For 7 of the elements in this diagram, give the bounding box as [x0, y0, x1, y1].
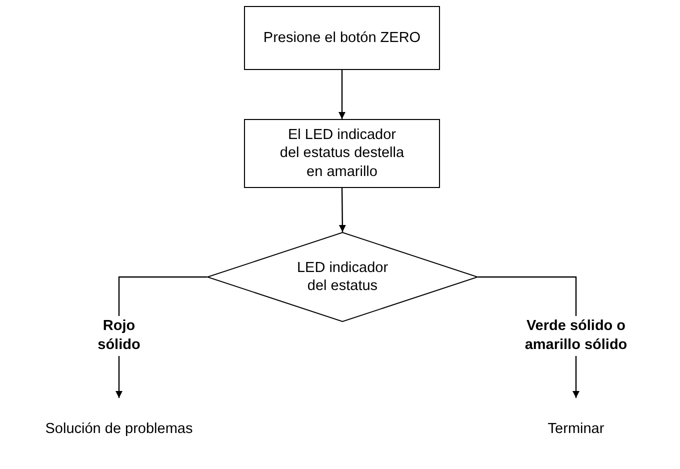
end-text: Solución de problemas [19, 402, 219, 438]
decision-text: LED indicador del estatus [296, 258, 390, 296]
process-box: Presione el botón ZERO [244, 6, 440, 70]
arrow [338, 70, 346, 119]
process-box: El LED indicador del estatus destella en amarillo [244, 119, 440, 188]
arrow [338, 188, 346, 232]
end-text: Terminar [506, 402, 646, 438]
